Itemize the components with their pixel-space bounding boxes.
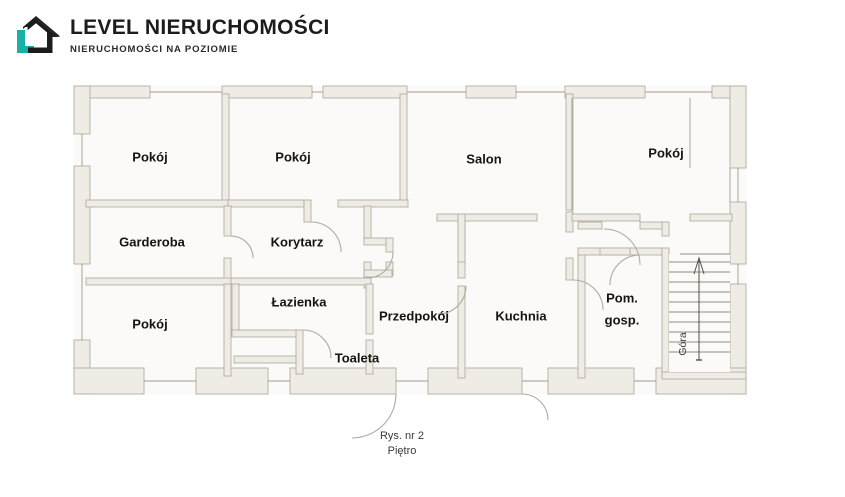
- partition-lazienka-toaleta-horizontal: [231, 329, 303, 338]
- partition-pomgosp-stairwell-vertical: [661, 247, 670, 379]
- exterior-wall-top-seg3: [322, 85, 408, 99]
- room-label-pokoj-top-left: Pokój: [132, 149, 167, 164]
- stairs-direction-label: Góra: [677, 332, 689, 356]
- exterior-wall-bottom-seg1: [73, 367, 145, 395]
- door-arc-garderoba: [230, 235, 254, 259]
- stair-arrow-head: [693, 256, 705, 275]
- exterior-wall-bottom-seg3: [289, 367, 397, 395]
- wall-group: [73, 85, 747, 395]
- partition-pokoj-lazienka-vertical: [223, 283, 232, 377]
- partition-korytarz-right-vertical: [363, 205, 372, 239]
- exterior-wall-bottom-seg2: [195, 367, 269, 395]
- door-arc-entry-bottom: [351, 393, 397, 439]
- partition-hall-right-vertical: [565, 211, 574, 233]
- brand-header: LEVEL NIERUCHOMOŚCI NIERUCHOMOŚCI NA POZ…: [0, 0, 845, 72]
- partition-pokoj-garderoba-horizontal: [85, 199, 232, 208]
- floorplan-drawing: Góra Pokój Pokój Salon Pokój Garderoba K…: [73, 85, 747, 457]
- partition-garderoba-korytarz-vertical: [223, 205, 232, 237]
- exterior-wall-left-corner-top: [73, 85, 91, 135]
- room-label-pokoj-top-mid: Pokój: [275, 149, 310, 164]
- room-label-pom-gosp-line1: Pom.: [606, 290, 638, 305]
- door-arc-pokoj-top-right: [603, 228, 641, 266]
- caption-line-2: Piętro: [388, 445, 417, 457]
- stairwell-bottom-wall: [661, 371, 747, 380]
- room-label-salon: Salon: [466, 151, 501, 166]
- room-label-group: Pokój Pokój Salon Pokój Garderoba Koryta…: [119, 145, 684, 365]
- partition-garderoba-bottom-horizontal: [85, 277, 232, 286]
- room-label-pom-gosp-line2: gosp.: [605, 312, 640, 327]
- partition-pokoj-hall-horizontal: [571, 213, 641, 222]
- room-label-korytarz: Korytarz: [271, 234, 324, 249]
- brand-tagline: NIERUCHOMOŚCI NA POZIOMIE: [70, 44, 239, 56]
- room-label-pokoj-bot-left: Pokój: [132, 316, 167, 331]
- stairs-group: Góra: [669, 253, 730, 372]
- level-nieruchomosci-logo-icon: [17, 16, 60, 53]
- exterior-wall-right-corner-top: [729, 85, 747, 169]
- partition-lazienka-przedpokoj-vertical: [365, 283, 374, 335]
- door-arc-kuchnia-bottom: [521, 393, 549, 421]
- room-label-kuchnia: Kuchnia: [495, 308, 547, 323]
- caption-line-1: Rys. nr 2: [380, 430, 424, 442]
- room-label-lazienka: Łazienka: [272, 294, 328, 309]
- exterior-wall-top-seg4: [465, 85, 517, 99]
- exterior-wall-top-seg1: [81, 85, 151, 99]
- korytarz-door-jamb-b: [385, 237, 394, 253]
- partition-korytarz-bottom-horizontal: [230, 277, 372, 286]
- door-arc-przedpokoj-lower: [437, 285, 467, 315]
- drawing-caption: Rys. nr 2 Piętro: [380, 430, 424, 457]
- partition-przedpokoj-left-lower: [365, 339, 374, 375]
- partition-hall-lower-horizontal: [599, 247, 631, 256]
- hall-jamb-nub-a: [577, 221, 603, 230]
- exterior-wall-left-seg2: [73, 165, 91, 265]
- exterior-wall-right-seg2: [729, 201, 747, 265]
- salon-stub-wall-vertical: [457, 213, 466, 263]
- door-arc-pokoj-korytarz: [310, 221, 342, 253]
- partition-lazienka-left-vertical: [231, 283, 240, 337]
- plan-background: [74, 86, 746, 394]
- door-arc-toaleta: [302, 329, 332, 359]
- exterior-wall-top-seg2: [221, 85, 313, 99]
- partition-toaleta-bottom-nub: [233, 355, 297, 364]
- partition-toaleta-right-vertical: [295, 329, 304, 375]
- partition-pokoj-korytarz-horizontal: [227, 199, 305, 208]
- door-arc-hall-b: [609, 254, 641, 286]
- door-group: [230, 221, 641, 439]
- partition-przedpokoj-kuchnia-vertical-b: [457, 285, 466, 379]
- room-label-pokoj-top-right: Pokój: [648, 145, 683, 160]
- brand-text-block: LEVEL NIERUCHOMOŚCI NIERUCHOMOŚCI NA POZ…: [70, 15, 330, 56]
- thin-line-group: [81, 91, 739, 382]
- salon-stub-wall-horizontal: [436, 213, 538, 222]
- room-label-toaleta: Toaleta: [335, 350, 380, 365]
- door-arc-hall-a: [572, 279, 604, 311]
- brand-title: LEVEL NIERUCHOMOŚCI: [70, 15, 330, 39]
- room-label-garderoba: Garderoba: [119, 234, 186, 249]
- partition-hall-right-vertical-b: [565, 257, 574, 281]
- partition-salon-pokoj-vertical: [565, 93, 574, 211]
- exterior-wall-top-seg5: [564, 85, 646, 99]
- partition-korytarz-top-right: [337, 199, 409, 208]
- partition-kuchnia-pomgosp-vertical: [577, 253, 586, 379]
- hall-jamb-nub-c: [661, 221, 670, 237]
- partition-pokoj-hall-horizontal-b: [689, 213, 733, 222]
- room-label-przedpokoj: Przedpokój: [379, 308, 449, 323]
- partition-pokoj-salon-vertical: [399, 93, 408, 205]
- floorplan-container: Góra Pokój Pokój Salon Pokój Garderoba K…: [0, 72, 845, 497]
- exterior-wall-bottom-seg5: [547, 367, 635, 395]
- door-arc-korytarz-przedpokoj: [366, 251, 394, 279]
- exterior-wall-bottom-seg4: [427, 367, 523, 395]
- partition-korytarz-nub-vertical: [303, 199, 312, 223]
- partition-pokoj-pokoj-vertical: [221, 93, 230, 207]
- korytarz-door-jamb-d: [363, 269, 393, 278]
